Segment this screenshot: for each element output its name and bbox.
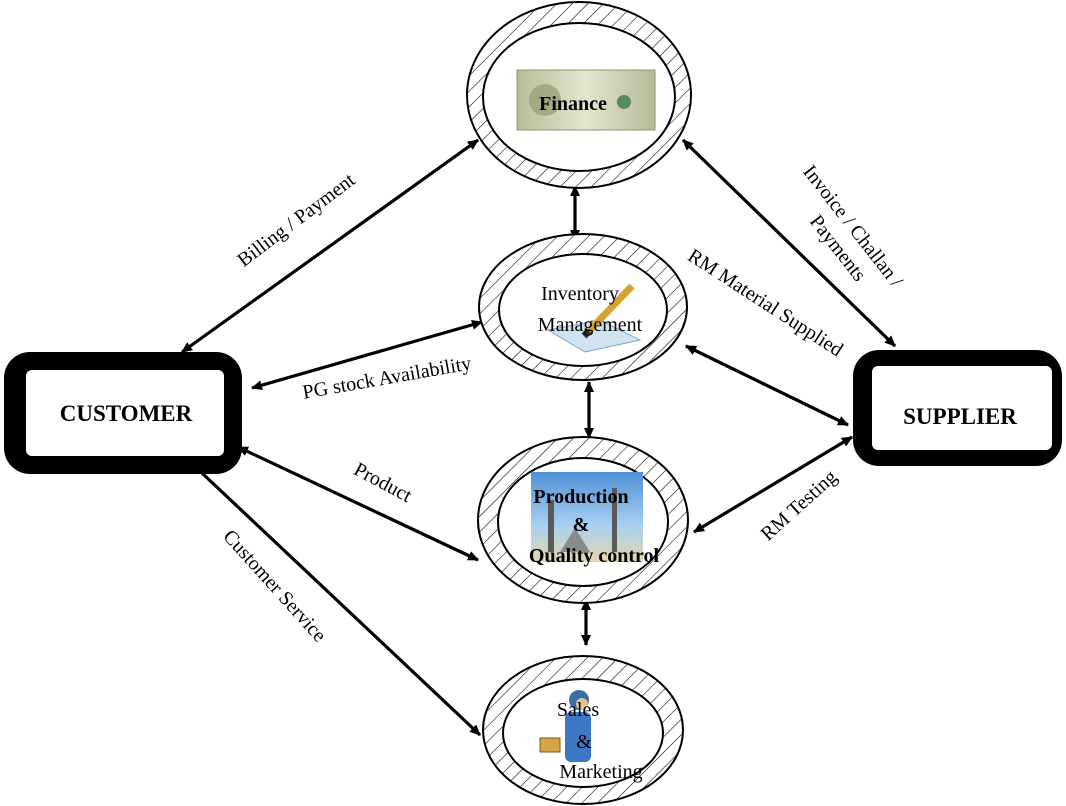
production-label-line2: & [573,514,590,536]
sales-node: Sales & Marketing [482,655,684,805]
edge-customer-service [184,456,482,737]
edge-invoice-challan [681,138,897,348]
edges [181,138,897,737]
inventory-node: Inventory Management [478,233,688,381]
production-node: Production & Quality control [477,436,689,604]
pg-stock-label: PG stock Availability [301,352,473,403]
production-label-line3: Quality control [529,545,660,567]
inventory-label-line2: Management [538,314,643,336]
rm-supplied-label: RM Material Supplied [684,245,847,361]
customer-service-label: Customer Service [219,526,331,647]
supplier-box: SUPPLIER [853,350,1062,466]
customer-box: CUSTOMER [4,352,242,474]
edge-rm-testing [693,435,853,534]
salesman-icon [539,690,591,762]
inventory-label-line1: Inventory [541,283,619,305]
edge-pg-stock [251,319,483,391]
supplier-label: SUPPLIER [903,404,1017,429]
finance-label: Finance [539,93,607,115]
sales-label-line3: Marketing [559,761,642,783]
customer-label: CUSTOMER [60,401,193,426]
rm-testing-label: RM Testing [757,466,842,545]
finance-node: Finance [466,1,692,189]
pencil-clipboard-icon [546,283,642,353]
edge-rm-supplied [685,344,849,427]
sales-label-line2: & [576,731,592,753]
product-label: Product [350,458,416,507]
billing-payment-label: Billing / Payment [233,169,359,272]
production-label-line1: Production [533,486,628,508]
edge-billing-payment [181,138,479,354]
factory-icon [531,472,643,562]
sales-label-line1: Sales [557,699,599,721]
dollar-bill-icon [516,69,656,131]
